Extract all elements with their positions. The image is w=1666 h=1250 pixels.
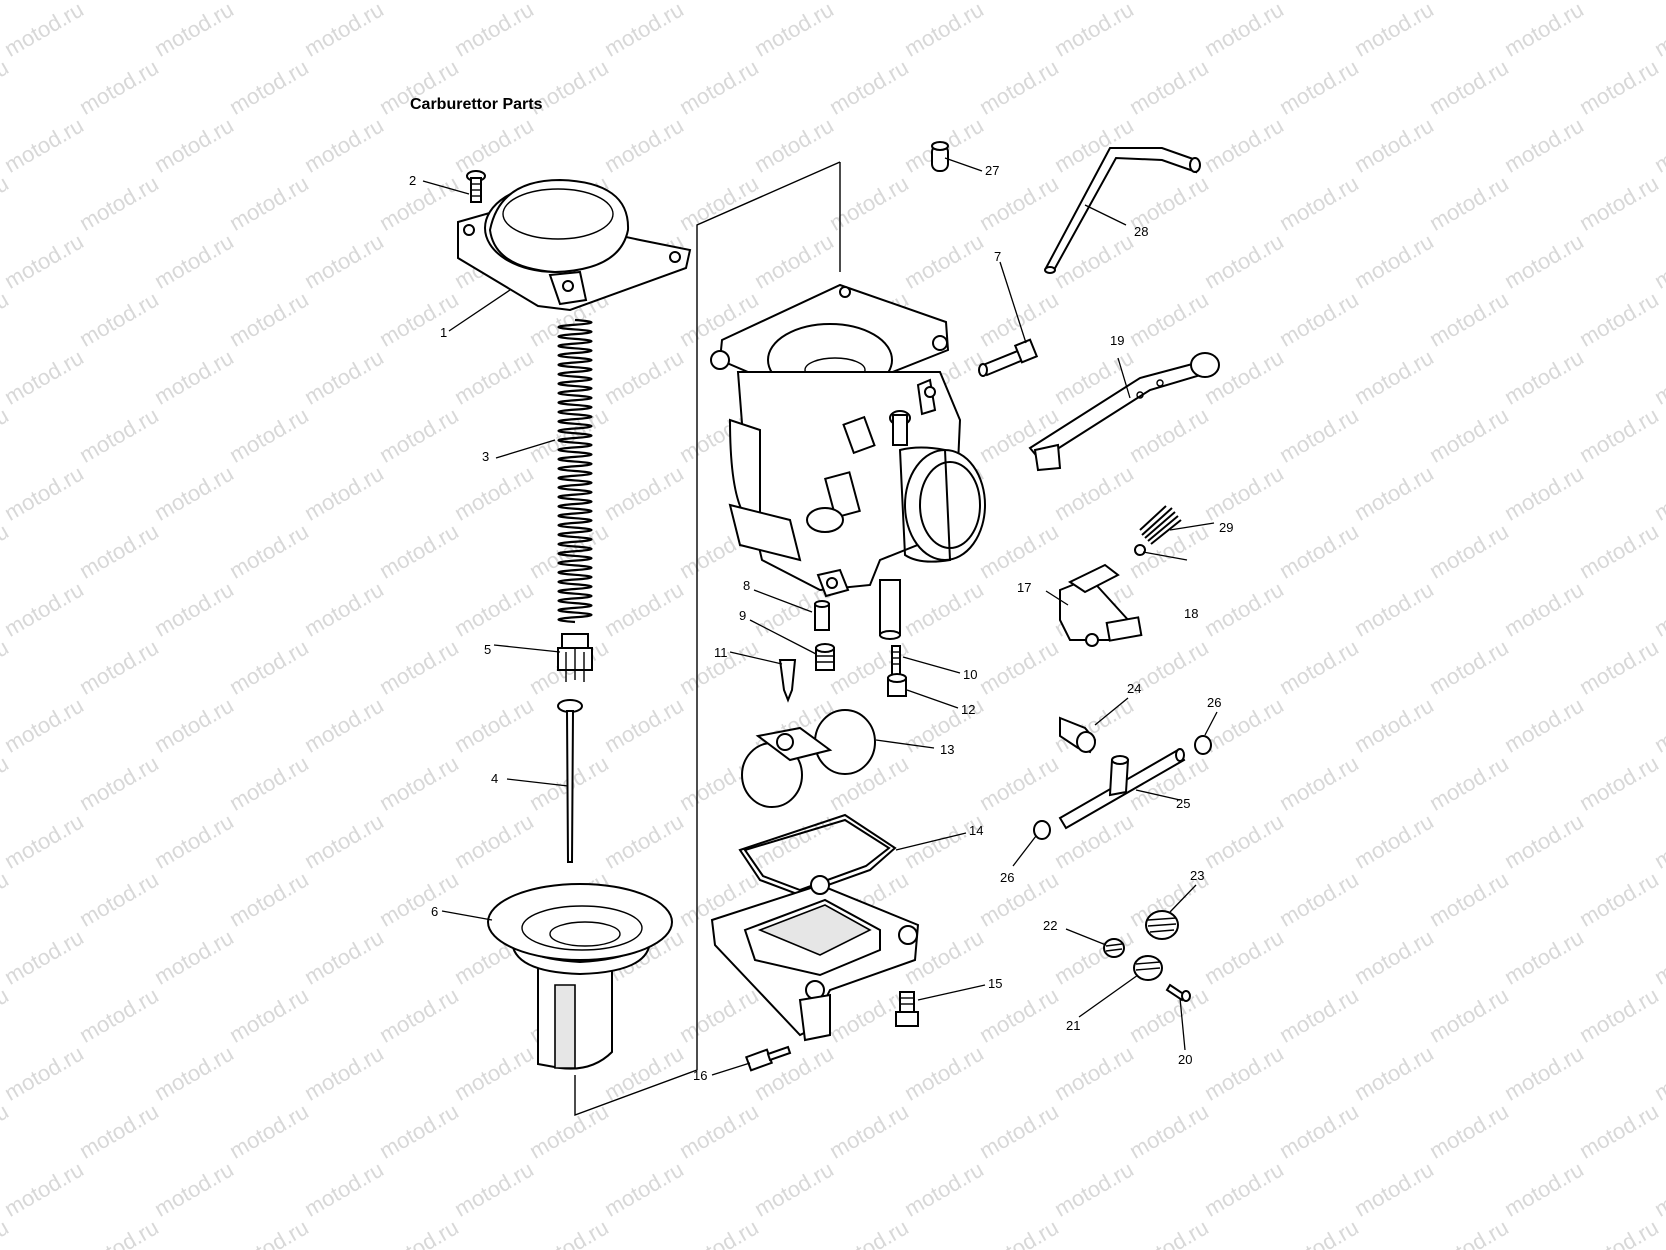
label-6: 6 — [431, 904, 438, 919]
label-7: 7 — [994, 249, 1001, 264]
part-jet-holder — [887, 673, 907, 697]
label-18: 18 — [1184, 606, 1198, 621]
part-carburettor-body — [710, 283, 986, 640]
part-elbow-fitting — [1059, 716, 1097, 754]
label-10: 10 — [963, 667, 977, 682]
label-1: 1 — [440, 325, 447, 340]
label-9: 9 — [739, 608, 746, 623]
part-spring — [557, 318, 593, 624]
label-19: 19 — [1110, 333, 1124, 348]
label-12: 12 — [961, 702, 975, 717]
label-8: 8 — [743, 578, 750, 593]
part-t-fitting — [1058, 748, 1186, 830]
part-number-labels: 2 1 3 5 4 6 7 8 9 11 10 12 13 14 15 16 1… — [409, 163, 1233, 1083]
label-11: 11 — [714, 645, 728, 660]
part-choke-lever — [1059, 563, 1143, 647]
label-21: 21 — [1066, 1018, 1080, 1033]
part-pilot-jet — [814, 600, 830, 631]
part-top-cover — [457, 178, 692, 312]
label-22: 22 — [1043, 918, 1057, 933]
label-23: 23 — [1190, 868, 1204, 883]
part-small-spring — [1139, 505, 1182, 545]
part-rubber-cap — [931, 141, 949, 172]
part-needle-holder — [557, 633, 593, 682]
label-4: 4 — [491, 771, 498, 786]
part-adjust-screw — [1165, 983, 1191, 1002]
part-float-bowl-gasket — [738, 813, 897, 897]
part-spring-small — [1103, 938, 1125, 958]
part-plug-cap-upper — [1194, 735, 1212, 755]
label-29: 29 — [1219, 520, 1233, 535]
part-coil-spring — [1133, 955, 1163, 981]
label-24: 24 — [1127, 681, 1141, 696]
label-17: 17 — [1017, 580, 1031, 595]
label-27: 27 — [985, 163, 999, 178]
label-26-lower: 26 — [1000, 870, 1014, 885]
part-washer — [1134, 544, 1146, 556]
label-26-upper: 26 — [1207, 695, 1221, 710]
leader-lines — [422, 157, 1218, 1076]
part-float-needle — [778, 659, 797, 703]
label-16: 16 — [693, 1068, 707, 1083]
label-25: 25 — [1176, 796, 1190, 811]
label-20: 20 — [1178, 1052, 1192, 1067]
part-drain-screw — [744, 1045, 792, 1072]
label-15: 15 — [988, 976, 1002, 991]
diagram-title: Carburettor Parts — [410, 96, 543, 113]
part-vent-hose — [1044, 147, 1201, 274]
label-3: 3 — [482, 449, 489, 464]
label-13: 13 — [940, 742, 954, 757]
label-2: 2 — [409, 173, 416, 188]
part-diaphragm-slide — [487, 883, 673, 1070]
part-needle-valve-seat — [815, 643, 835, 671]
label-5: 5 — [484, 642, 491, 657]
part-float-bowl — [710, 875, 920, 1042]
part-plug-cap-lower — [1033, 820, 1051, 840]
part-jet-needle — [557, 699, 583, 863]
label-14: 14 — [969, 823, 983, 838]
part-float — [741, 709, 876, 808]
part-bowl-screw — [895, 991, 919, 1027]
part-pilot-screw — [978, 338, 1039, 377]
part-screw-cap — [466, 170, 486, 203]
part-spring-cap — [1145, 910, 1179, 940]
exploded-frame-lines — [574, 161, 841, 1117]
label-28: 28 — [1134, 224, 1148, 239]
part-throttle-lever — [1028, 352, 1220, 472]
